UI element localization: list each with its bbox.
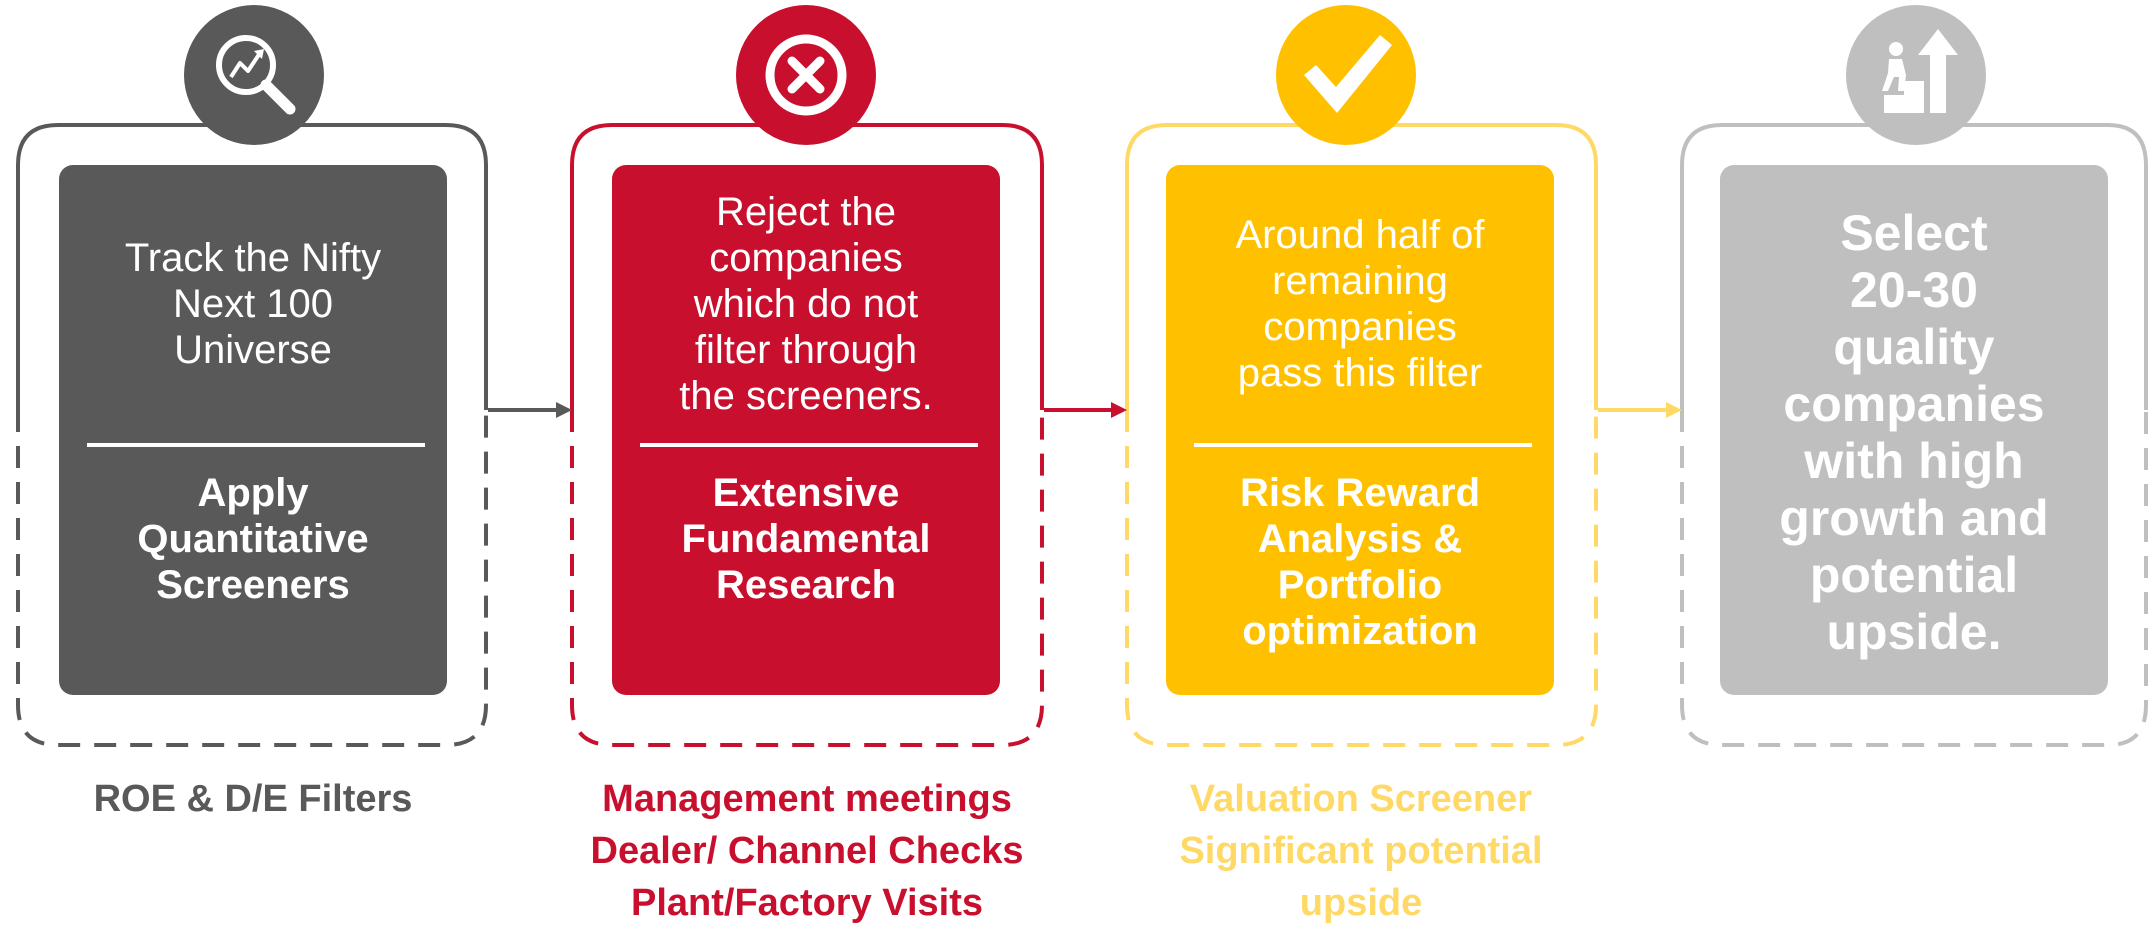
step-3-title: Risk Reward Analysis & Portfolio optimiz… [1239, 471, 1481, 653]
step-2-icon-circle [736, 5, 876, 145]
step-3-description: Around half of remaining companies pass … [1235, 213, 1485, 395]
step-1-description: Track the Nifty Next 100 Universe [124, 236, 382, 372]
step-2-divider [640, 443, 978, 447]
step-3-divider [1194, 443, 1532, 447]
step-3-caption: Valuation Screener Significant potential… [1179, 778, 1543, 924]
reject-x-icon [765, 34, 847, 116]
step-2-card: Reject the companies which do not filter… [612, 165, 1000, 695]
checkmark-icon [1304, 35, 1392, 113]
step-2-title: Extensive Fundamental Research [681, 471, 931, 607]
step-4-card: Select 20-30 quality companies with high… [1720, 165, 2108, 695]
magnifier-chart-icon [216, 35, 296, 115]
step-1-title: Apply Quantitative Screeners [137, 471, 369, 607]
step-1-caption: ROE & D/E Filters [93, 778, 413, 820]
step-3-icon-circle [1276, 5, 1416, 145]
step-4-icon-circle [1846, 5, 1986, 145]
step-1-divider [87, 443, 425, 447]
step-1-icon-circle [184, 5, 324, 145]
person-climbing-steps-icon [1882, 29, 1958, 113]
step-2-caption: Management meetings Dealer/ Channel Chec… [590, 778, 1024, 924]
arrow-step-2-to-3 [1044, 402, 1127, 418]
arrow-step-1-to-2 [488, 402, 572, 418]
step-1-card: Track the Nifty Next 100 Universe Apply … [59, 165, 447, 695]
step-4-conclusion: Select 20-30 quality companies with high… [1779, 205, 2049, 660]
step-2-description: Reject the companies which do not filter… [679, 190, 933, 418]
step-3-card: Around half of remaining companies pass … [1166, 165, 1554, 695]
arrow-step-3-to-4 [1598, 402, 1682, 418]
